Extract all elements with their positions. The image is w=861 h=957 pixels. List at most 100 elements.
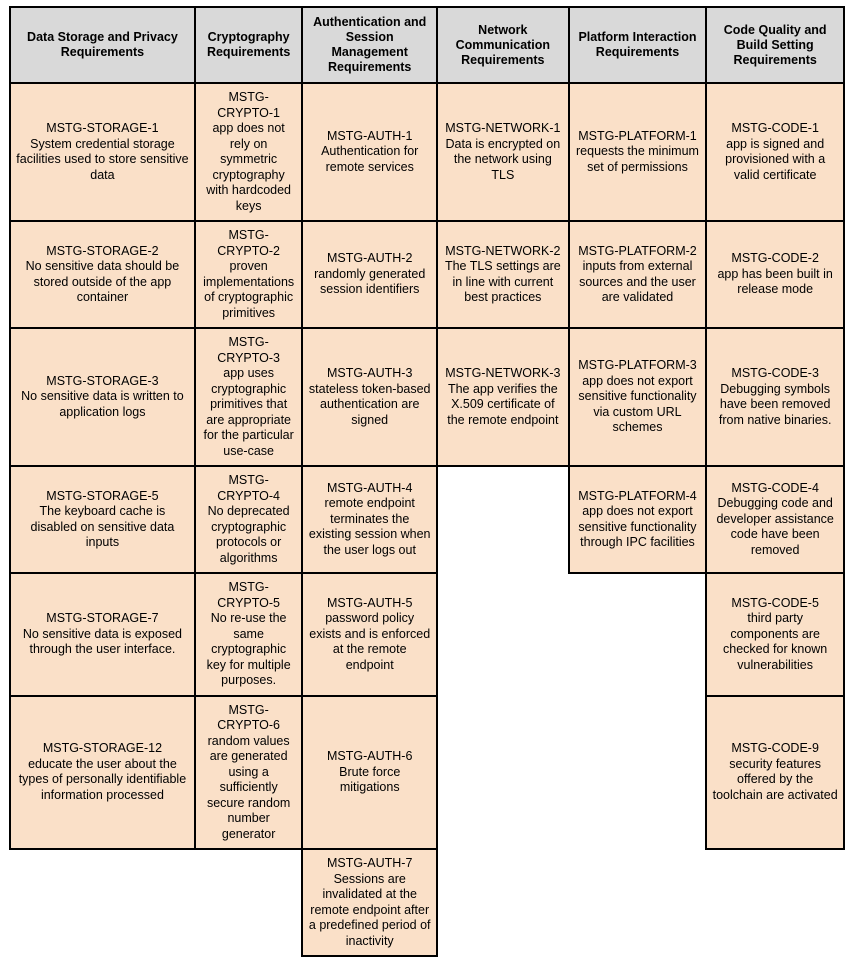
requirement-text: app has been built in release mode [717,266,833,297]
empty-cell [437,573,569,696]
requirement-id: MSTG-NETWORK-2 [445,243,561,258]
requirement-text: requests the minimum set of permissions [576,144,699,174]
empty-cell [437,466,569,573]
requirement-text: app uses cryptographic primitives that a… [203,366,294,458]
empty-cell [568,849,707,956]
requirement-text: Sessions are invalidated at the remote e… [308,871,431,948]
requirement-id: MSTG-NETWORK-1 [445,121,561,135]
requirement-text: Brute force mitigations [339,764,401,795]
requirement-id: MSTG-AUTH-7 [327,856,413,870]
requirement-text: security features offered by the toolcha… [712,756,838,802]
requirement-id: MSTG-CODE-1 [731,121,819,135]
requirement-text: third party components are checked for k… [723,611,828,672]
requirement-text: random values are generated using a suff… [206,733,291,841]
requirement-text: app does not rely on symmetric cryptogra… [206,121,292,213]
column-header-storage: Data Storage and Privacy Requirements [9,6,196,84]
requirement-id: MSTG-CODE-4 [731,480,819,495]
requirement-text: proven implementations of cryptographic … [203,259,295,320]
requirement-text: No deprecated cryptographic protocols or… [207,504,290,565]
requirement-id: MSTG-CRYPTO-4 [217,473,281,503]
requirement-id: MSTG-PLATFORM-2 [578,243,697,258]
column-header-code: Code Quality and Build Setting Requireme… [705,6,845,84]
requirement-text: app does not export sensitive functional… [578,373,697,435]
requirement-id: MSTG-AUTH-5 [327,595,413,610]
requirement-text: app does not export sensitive functional… [578,504,697,549]
requirement-text: inputs from external sources and the use… [579,259,696,304]
empty-cell [437,849,569,956]
requirement-id: MSTG-CODE-9 [731,741,819,756]
header-row: Data Storage and Privacy Requirements Cr… [9,6,845,84]
requirement-id: MSTG-CRYPTO-3 [217,335,281,365]
column-header-network: Network Communication Requirements [436,6,570,84]
requirement-id: MSTG-STORAGE-7 [46,611,159,625]
empty-cell [194,849,303,956]
requirement-id: MSTG-NETWORK-3 [445,366,561,380]
requirement-id: MSTG-STORAGE-12 [42,741,163,756]
requirement-text: Debugging symbols have been removed from… [718,381,832,427]
requirement-id: MSTG-AUTH-1 [327,128,413,143]
requirement-text: The app verifies the X.509 certificate o… [447,381,559,427]
table-header: Data Storage and Privacy Requirements Cr… [9,6,845,84]
requirement-id: MSTG-PLATFORM-4 [578,488,697,503]
requirement-id: MSTG-CODE-5 [731,595,819,610]
requirement-id: MSTG-CRYPTO-1 [217,90,281,120]
column-header-auth: Authentication and Session Management Re… [301,6,439,84]
requirement-id: MSTG-STORAGE-1 [46,121,159,135]
requirement-text: stateless token-based authentication are… [308,381,431,427]
requirement-id: MSTG-CRYPTO-6 [217,702,281,733]
requirement-text: Authentication for remote services [321,144,419,174]
requirement-text: Data is encrypted on the network using T… [445,136,561,182]
requirement-id: MSTG-CODE-2 [731,251,819,266]
requirement-id: MSTG-PLATFORM-3 [578,358,697,373]
requirement-id: MSTG-STORAGE-5 [46,488,159,503]
empty-cell [437,695,569,849]
requirement-id: MSTG-AUTH-2 [327,251,413,266]
requirement-text: remote endpoint terminates the existing … [308,496,431,557]
requirement-text: No sensitive data should be stored outsi… [25,259,180,304]
column-header-crypto: Cryptography Requirements [193,6,304,84]
column-header-platform: Platform Interaction Requirements [567,6,708,84]
requirement-text: The keyboard cache is disabled on sensit… [30,504,175,549]
requirement-text: The TLS settings are in line with curren… [444,259,561,304]
empty-cell [10,849,195,956]
